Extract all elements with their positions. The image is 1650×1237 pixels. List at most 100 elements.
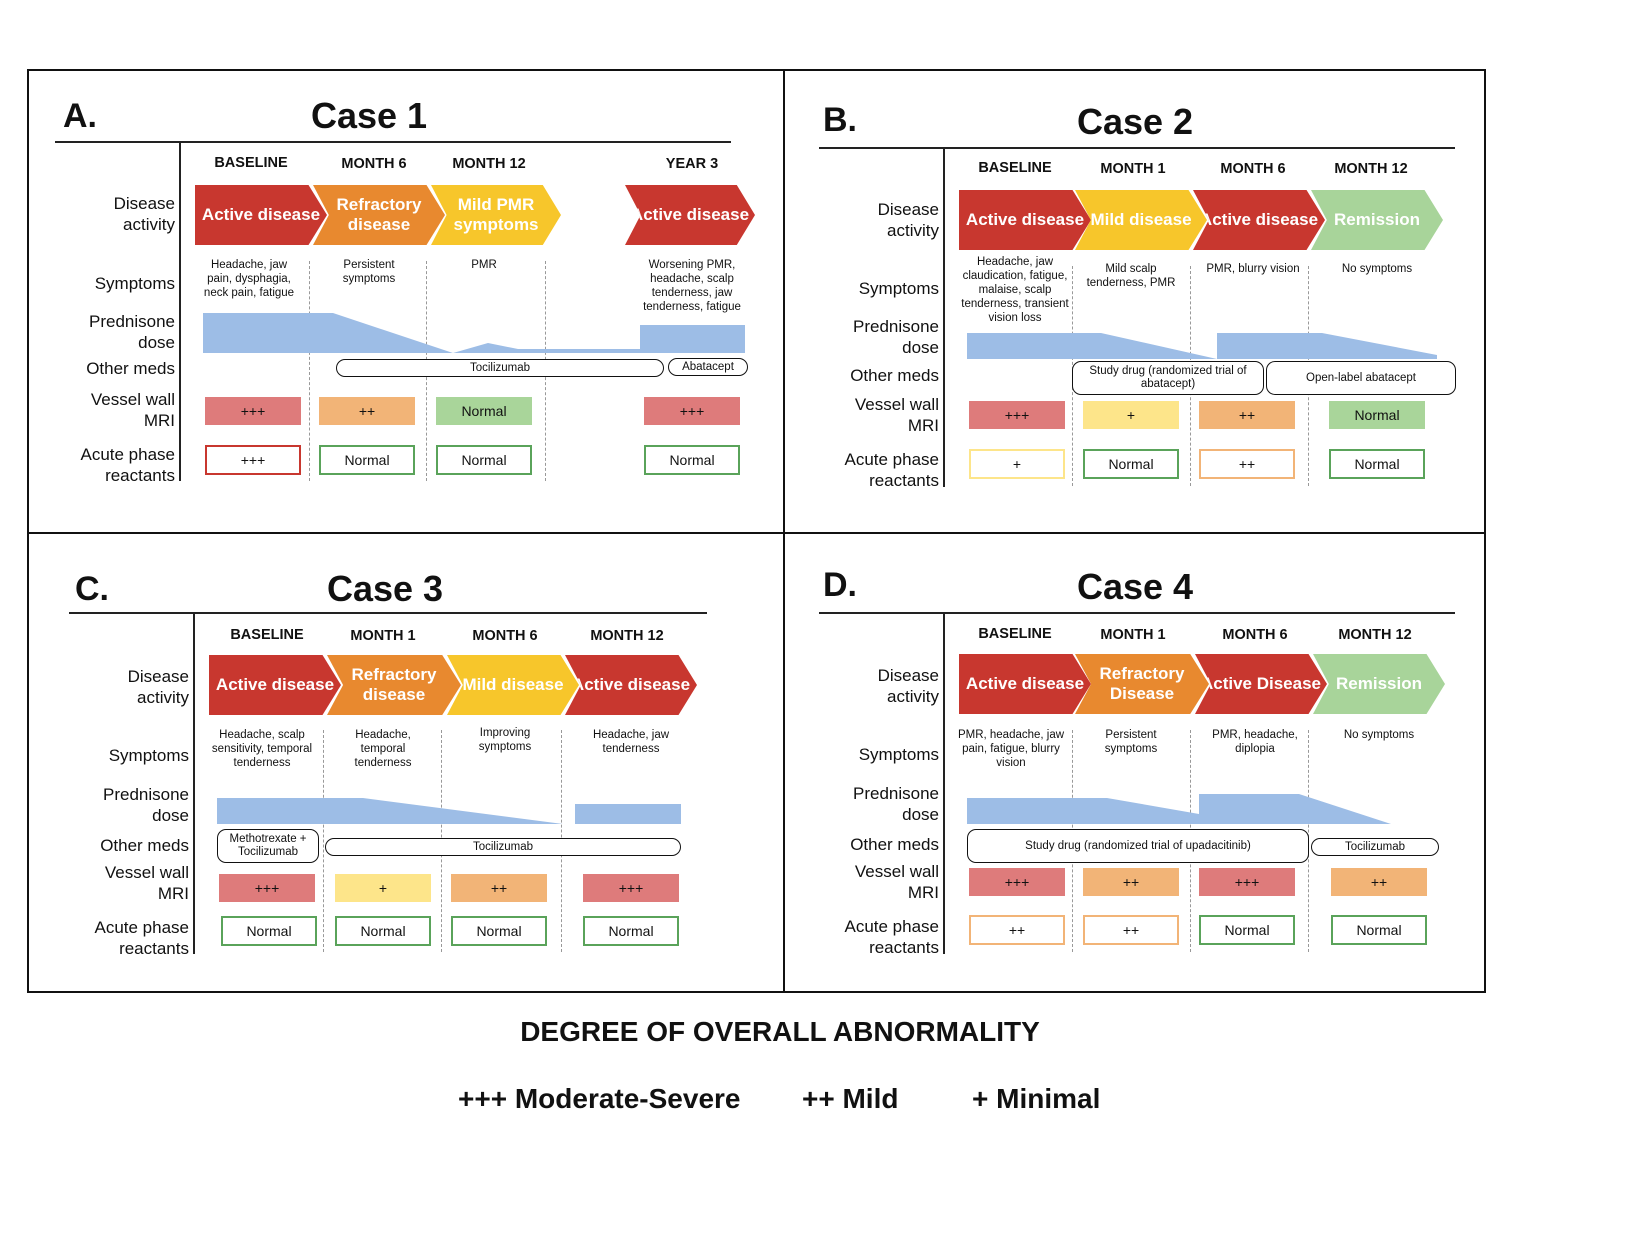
timepoint: MONTH 12 (1338, 627, 1412, 643)
activity-chevron: Refractory Disease (1075, 654, 1209, 714)
timepoint: BASELINE (978, 626, 1052, 642)
legend-title: DEGREE OF OVERALL ABNORMALITY (520, 1016, 1040, 1047)
other-meds-pill: Methotrexate + Tocilizumab (217, 829, 319, 863)
label-apr: Acute phase reactants (844, 917, 939, 957)
symptoms-text: No symptoms (1343, 729, 1415, 741)
panel-letter: A. (63, 97, 97, 135)
apr-box: ++ (1199, 449, 1295, 479)
label-disease-activity: Disease activity (877, 666, 939, 706)
label-apr: Acute phase reactants (80, 445, 175, 485)
activity-chevron: Active disease (625, 185, 755, 245)
label-divider (943, 614, 945, 954)
apr-box: Normal (1083, 449, 1179, 479)
label-prednisone: Prednisone dose (88, 312, 175, 352)
timepoint: MONTH 6 (1222, 627, 1288, 643)
apr-box: Normal (644, 445, 740, 475)
label-symptoms: Symptoms (94, 274, 175, 293)
activity-chevron: Active Disease (1195, 654, 1327, 714)
activity-chevron: Refractory disease (313, 185, 445, 245)
other-meds-pill: Tocilizumab (336, 359, 664, 377)
symptoms-text: Headache, temporal tenderness (354, 729, 412, 769)
label-apr: Acute phase reactants (94, 918, 189, 958)
panel-case-2: B. Case 2 Disease activity Symptoms Pred… (783, 69, 1486, 534)
timepoint: MONTH 1 (1100, 161, 1166, 177)
mri-box: + (1083, 401, 1179, 429)
apr-box: Normal (1329, 449, 1425, 479)
panel-title: Case 4 (1076, 566, 1194, 607)
mri-box: +++ (219, 874, 315, 902)
panel-title: Case 2 (1076, 101, 1194, 142)
label-mri: Vessel wall MRI (90, 390, 175, 430)
symptoms-text: Persistent symptoms (342, 259, 396, 285)
label-mri: Vessel wall MRI (854, 395, 939, 435)
timepoint: MONTH 1 (1100, 627, 1166, 643)
activity-chevron: Remission (1311, 190, 1443, 250)
label-apr: Acute phase reactants (844, 450, 939, 490)
timepoint: MONTH 12 (590, 628, 664, 644)
mri-box: +++ (969, 868, 1065, 896)
mri-box: ++ (1083, 868, 1179, 896)
mri-box: ++ (1331, 868, 1427, 896)
prednisone-dose-shape (203, 313, 745, 353)
label-disease-activity: Disease activity (127, 667, 189, 707)
panel-letter: C. (75, 570, 109, 608)
panel-case-3: C. Case 3 Disease activity Symptoms Pred… (27, 532, 785, 993)
activity-chevron: Active disease (959, 654, 1091, 714)
label-other-meds: Other meds (850, 366, 939, 385)
mri-box: Normal (1329, 401, 1425, 429)
label-divider (179, 143, 181, 481)
timepoint: MONTH 12 (452, 156, 526, 172)
apr-box: Normal (436, 445, 532, 475)
label-divider (943, 149, 945, 487)
legend-item-minimal: + Minimal (972, 1083, 1101, 1114)
symptoms-text: Worsening PMR, headache, scalp tendernes… (643, 259, 741, 313)
title-rule (55, 141, 731, 143)
label-prednisone: Prednisone dose (852, 784, 939, 824)
activity-chevron: Active disease (1193, 190, 1325, 250)
symptoms-text: Mild scalp tenderness, PMR (1086, 263, 1176, 289)
timepoint: BASELINE (230, 627, 304, 643)
mri-box: +++ (1199, 868, 1295, 896)
label-symptoms: Symptoms (108, 746, 189, 765)
activity-chevron: Mild disease (1075, 190, 1207, 250)
other-meds-pill: Tocilizumab (1311, 838, 1439, 856)
mri-box: ++ (1199, 401, 1295, 429)
timepoint: MONTH 6 (472, 628, 538, 644)
other-meds-pill: Study drug (randomized trial of abatacep… (1072, 361, 1264, 395)
mri-box: +++ (205, 397, 301, 425)
column-divider (309, 261, 310, 481)
label-symptoms: Symptoms (858, 745, 939, 764)
timepoint: MONTH 12 (1334, 161, 1408, 177)
panel-case-1: A. Case 1 Disease activity Symptoms Pred… (27, 69, 785, 534)
apr-box: ++ (1083, 915, 1179, 945)
apr-box: Normal (335, 916, 431, 946)
mri-box: ++ (319, 397, 415, 425)
symptoms-text: PMR, headache, diplopia (1212, 729, 1298, 755)
symptoms-text: Headache, jaw tenderness (592, 729, 670, 755)
apr-box: Normal (451, 916, 547, 946)
symptoms-text: PMR (471, 259, 497, 271)
apr-box: Normal (1199, 915, 1295, 945)
mri-box: ++ (451, 874, 547, 902)
apr-box: Normal (319, 445, 415, 475)
apr-box: Normal (583, 916, 679, 946)
apr-box: +++ (205, 445, 301, 475)
apr-box: Normal (221, 916, 317, 946)
apr-box: Normal (1331, 915, 1427, 945)
label-divider (193, 614, 195, 954)
mri-box: + (335, 874, 431, 902)
apr-box: + (969, 449, 1065, 479)
activity-chevron: Remission (1313, 654, 1445, 714)
title-rule (69, 612, 707, 614)
symptoms-text: Headache, jaw claudication, fatigue, mal… (961, 256, 1069, 324)
label-mri: Vessel wall MRI (854, 862, 939, 902)
label-mri: Vessel wall MRI (104, 863, 189, 903)
panel-title: Case 1 (310, 95, 428, 136)
title-rule (819, 612, 1455, 614)
activity-chevron: Mild disease (447, 655, 579, 715)
apr-box: ++ (969, 915, 1065, 945)
column-divider (323, 730, 324, 952)
panel-case-4: D. Case 4 Disease activity Symptoms Pred… (783, 532, 1486, 993)
symptoms-text: Headache, scalp sensitivity, temporal te… (211, 729, 313, 769)
timepoint: MONTH 6 (341, 156, 407, 172)
